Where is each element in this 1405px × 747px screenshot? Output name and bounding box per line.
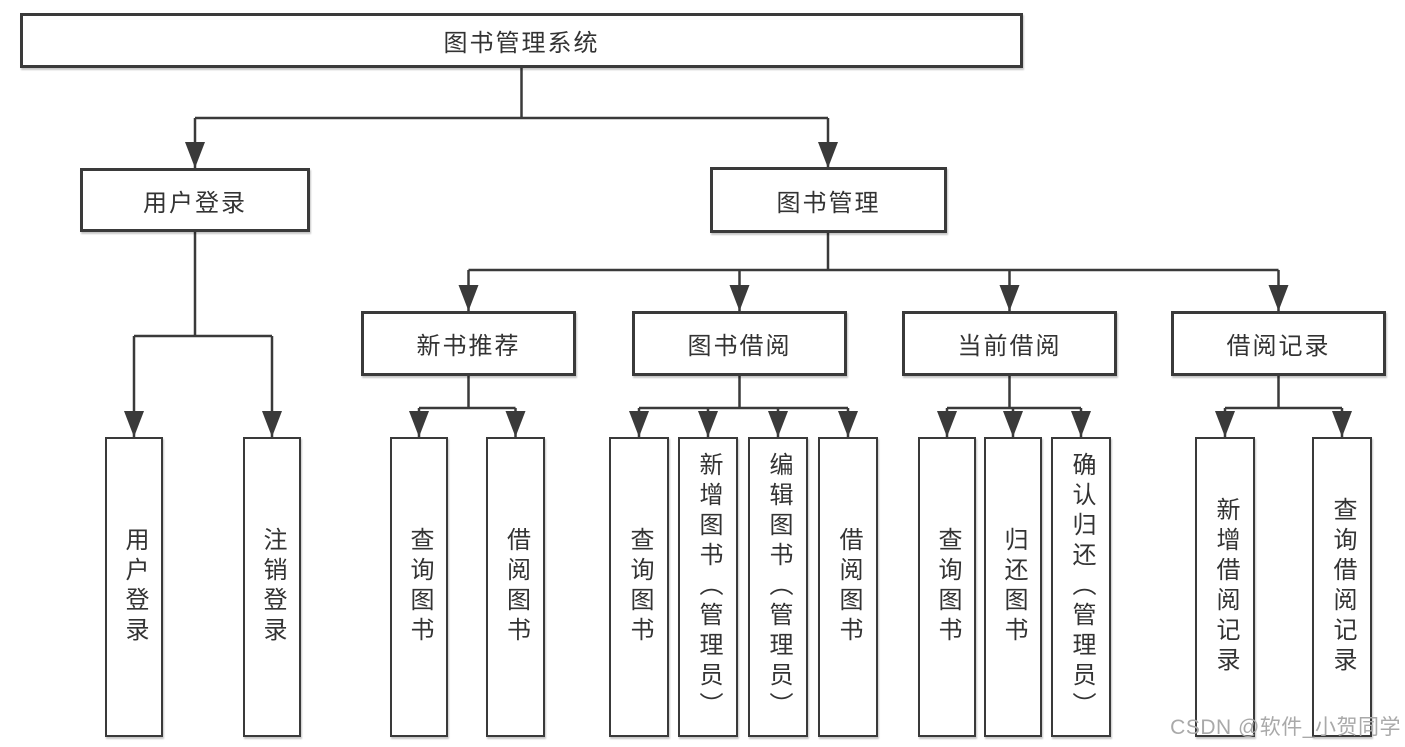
node-query-books-recommend: 查询图书 [390,437,448,737]
node-book-management: 图书管理 [710,167,947,233]
leaf-label: 注销登录 [259,527,286,647]
node-confirm-return-admin: 确认归还（管理员） [1051,437,1111,737]
leaf-label: 查询借阅记录 [1329,497,1356,677]
node-query-borrow-record: 查询借阅记录 [1312,437,1372,737]
node-edit-books-admin: 编辑图书（管理员） [748,437,808,737]
node-query-books-borrowing: 查询图书 [609,437,669,737]
leaf-label: 查询图书 [626,527,653,647]
connector-book-borrowing-to-children [629,376,858,437]
node-user-login: 用户登录 [80,168,310,232]
node-borrowing-records: 借阅记录 [1171,311,1386,376]
connector-current-borrowing-to-children [937,376,1091,437]
leaf-label: 编辑图书（管理员） [765,452,792,722]
node-borrow-books-borrowing: 借阅图书 [818,437,878,737]
connector-new-book-to-children [409,376,526,437]
node-current-borrowing: 当前借阅 [902,311,1117,376]
leaf-label: 新增借阅记录 [1212,497,1239,677]
node-new-book-recommendation: 新书推荐 [361,311,576,376]
leaf-label: 借阅图书 [835,527,862,647]
leaf-label: 确认归还（管理员） [1068,452,1095,722]
leaf-label: 用户登录 [121,527,148,647]
watermark: CSDN @软件_小贺同学 [1170,716,1401,739]
leaf-label: 查询图书 [934,527,961,647]
node-return-books: 归还图书 [984,437,1042,737]
node-book-borrowing: 图书借阅 [632,311,847,376]
node-add-borrow-record: 新增借阅记录 [1195,437,1255,737]
node-library-management-system: 图书管理系统 [20,13,1023,68]
node-user-login-leaf: 用户登录 [105,437,163,737]
leaf-label: 查询图书 [406,527,433,647]
node-add-books-admin: 新增图书（管理员） [678,437,738,737]
connector-book-management-to-modules [458,232,1289,311]
node-query-books-current: 查询图书 [918,437,976,737]
connector-root-to-level2 [185,68,838,168]
leaf-label: 归还图书 [1000,527,1027,647]
connector-borrowing-records-to-children [1215,376,1352,437]
leaf-label: 新增图书（管理员） [695,452,722,722]
leaf-label: 借阅图书 [502,527,530,647]
node-logout-leaf: 注销登录 [243,437,301,737]
node-borrow-books-recommend: 借阅图书 [486,437,545,737]
connector-user-login-to-children [124,232,282,437]
